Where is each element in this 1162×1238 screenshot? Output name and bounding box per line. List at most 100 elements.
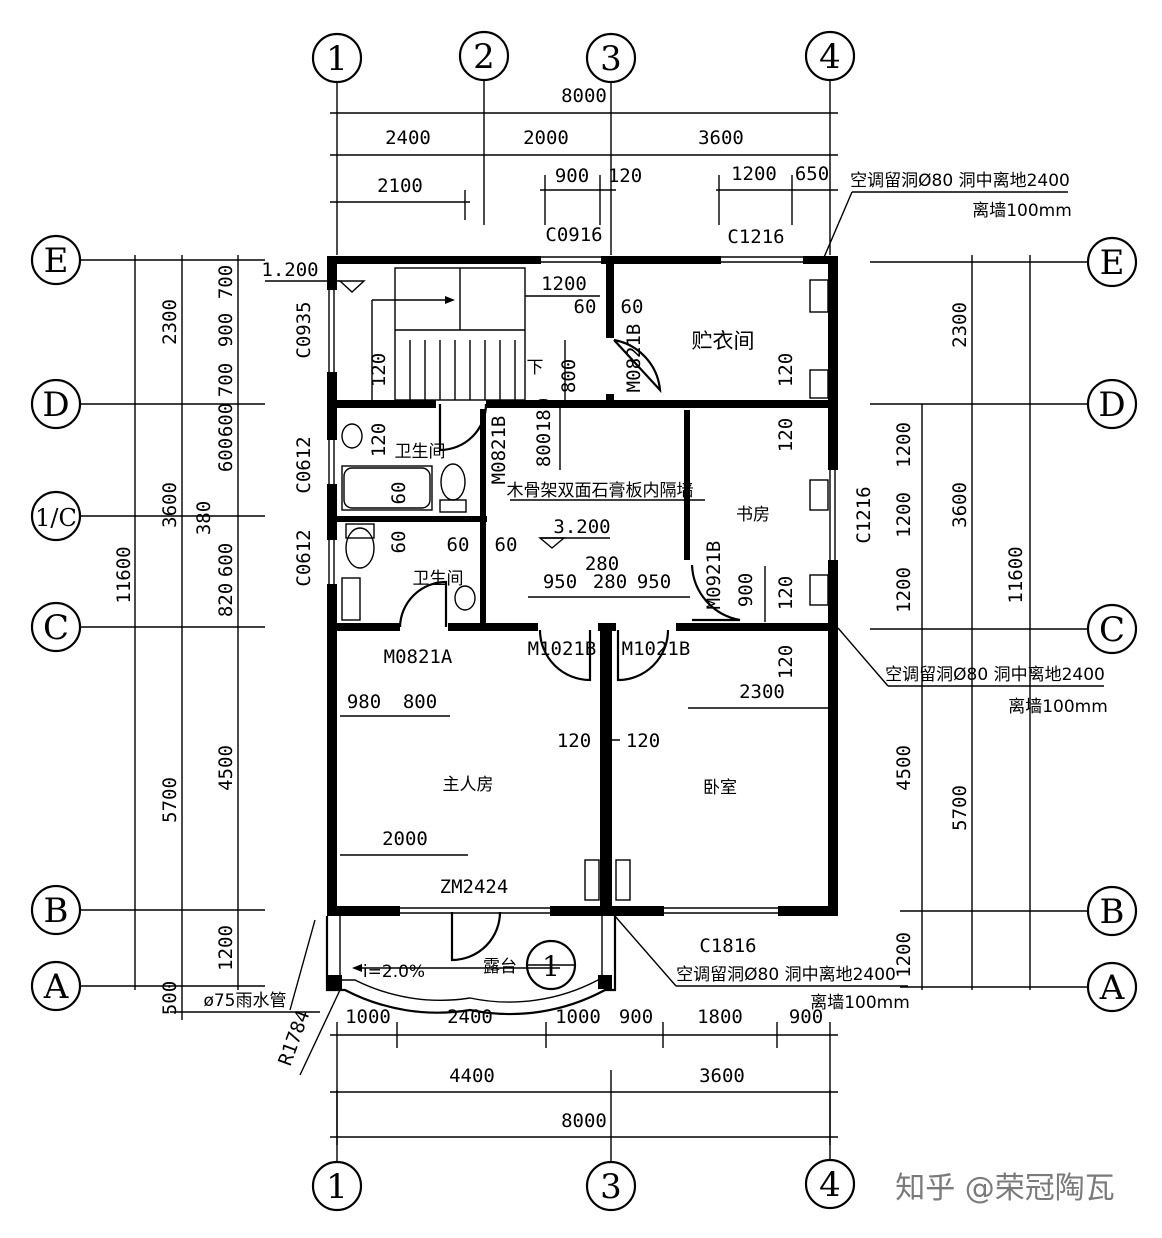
dim-left-5700: 5700 [159, 777, 181, 823]
svg-text:1/C: 1/C [35, 504, 77, 532]
idim-800c: 800 [403, 691, 437, 713]
note-ac-top-2: 离墙100mm [972, 201, 1072, 221]
idim-950b: 950 [637, 571, 671, 593]
axis-bubble-right-B: B [1086, 885, 1138, 937]
svg-text:4: 4 [819, 1165, 841, 1205]
svg-text:E: E [1100, 243, 1125, 283]
svg-text:C: C [1099, 610, 1125, 650]
dim-left-380: 380 [193, 501, 215, 535]
svg-text:E: E [44, 241, 69, 281]
note-stair-down: 下 [527, 358, 544, 378]
svg-text:2: 2 [473, 37, 495, 77]
axis-bubble-top-4: 4 [804, 30, 856, 82]
label-m1021b-b: M1021B [622, 638, 691, 660]
dim-left-600b: 600 [215, 438, 237, 472]
axis-bubble-right-D: D [1086, 378, 1138, 430]
dim-bot-900a: 900 [619, 1006, 653, 1028]
axis-bubble-bottom-4: 4 [804, 1158, 856, 1210]
label-c0916: C0916 [545, 224, 602, 246]
dim-top-1200: 1200 [731, 163, 777, 185]
idim-120-closet: 120 [775, 353, 797, 387]
note-downpipe: ø75雨水管 [203, 991, 286, 1011]
dim-left-700b: 700 [215, 363, 237, 397]
axis-bubble-right-E: E [1086, 236, 1138, 288]
svg-text:1: 1 [326, 39, 348, 79]
dim-bot-4400: 4400 [449, 1065, 495, 1087]
label-m0821a: M0821A [384, 646, 453, 668]
dim-bot-1800: 1800 [697, 1006, 743, 1028]
svg-text:D: D [1098, 385, 1125, 425]
top-dimensions [330, 112, 838, 225]
label-m0821b-b: M0821B [488, 416, 510, 485]
dim-top-3600: 3600 [698, 127, 744, 149]
axis-bubble-left-D: D [30, 378, 82, 430]
dim-left-11600: 11600 [113, 546, 135, 603]
idim-120-bed: 120 [775, 645, 797, 679]
room-bath-2: 卫生间 [413, 569, 464, 589]
svg-text:4: 4 [819, 37, 841, 77]
idim-60d: 60 [495, 534, 518, 556]
dim-right-4500: 4500 [893, 745, 915, 791]
idim-2300: 2300 [739, 681, 785, 703]
idim-60-bath2: 60 [388, 531, 410, 554]
idim-60a: 60 [574, 296, 597, 318]
interior-dim-lines [340, 295, 830, 856]
idim-800: 800 [558, 359, 580, 393]
dim-left-900: 900 [215, 313, 237, 347]
left-dimensions [134, 255, 320, 1020]
label-c1816: C1816 [699, 935, 756, 957]
label-c1216-top: C1216 [727, 226, 784, 248]
dim-left-3600: 3600 [159, 482, 181, 528]
dim-right-1200c: 1200 [893, 567, 915, 613]
axis-bubble-bottom-1: 1 [311, 1160, 363, 1212]
idim-60b: 60 [621, 296, 644, 318]
dim-bot-1000a: 1000 [345, 1006, 391, 1028]
idim-60c: 60 [447, 534, 470, 556]
svg-text:1: 1 [326, 1167, 348, 1207]
dim-right-5700: 5700 [949, 785, 971, 831]
label-m0821b-a: M0821B [623, 324, 645, 393]
svg-text:B: B [44, 891, 69, 931]
idim-60-bath: 60 [388, 482, 410, 505]
dim-bot-1000b: 1000 [555, 1006, 601, 1028]
dim-left-500: 500 [159, 981, 181, 1015]
note-ac-bot-1: 空调留洞Ø80 洞中离地2400 [676, 965, 896, 985]
fixtures [341, 279, 829, 901]
axis-bubble-right-C: C [1086, 603, 1138, 655]
idim-120-m1: 120 [557, 730, 591, 752]
note-ac-bot-2: 离墙100mm [810, 993, 910, 1013]
idim-280a: 280 [585, 553, 619, 575]
room-bath-1: 卫生间 [395, 442, 446, 462]
bottom-dimensions [330, 1022, 838, 1145]
axis-bubble-top-3: 3 [585, 32, 637, 84]
stair [371, 267, 526, 401]
note-elev-floor: 3.200 [553, 516, 610, 538]
room-closet: 贮衣间 [692, 329, 755, 353]
dim-left-820: 820 [215, 583, 237, 617]
idim-120-m2: 120 [626, 730, 660, 752]
label-c0612-a: C0612 [293, 436, 315, 493]
idim-980: 980 [347, 691, 381, 713]
room-study: 书房 [736, 505, 770, 525]
doors [398, 338, 741, 962]
dim-top-2400: 2400 [385, 127, 431, 149]
dim-right-3600: 3600 [949, 482, 971, 528]
dim-right-1200b: 1200 [893, 492, 915, 538]
dim-left-1200: 1200 [215, 925, 237, 971]
idim-120-study: 120 [775, 418, 797, 452]
dim-top-2000: 2000 [523, 127, 569, 149]
label-c1216-right: C1216 [853, 486, 875, 543]
label-zm2424: ZM2424 [440, 876, 509, 898]
note-partition: 木骨架双面石膏板内隔墙 [507, 480, 694, 501]
right-dimensions [921, 255, 1031, 990]
label-c0612-b: C0612 [293, 529, 315, 586]
svg-text:A: A [43, 967, 69, 1007]
dim-left-4500: 4500 [215, 745, 237, 791]
dim-bot-3600: 3600 [699, 1065, 745, 1087]
svg-text:A: A [1099, 968, 1125, 1008]
idim-120-bath: 120 [368, 423, 390, 457]
dim-top-2100: 2100 [377, 175, 423, 197]
dim-right-1200a: 1200 [893, 422, 915, 468]
svg-text:3: 3 [600, 1167, 622, 1207]
